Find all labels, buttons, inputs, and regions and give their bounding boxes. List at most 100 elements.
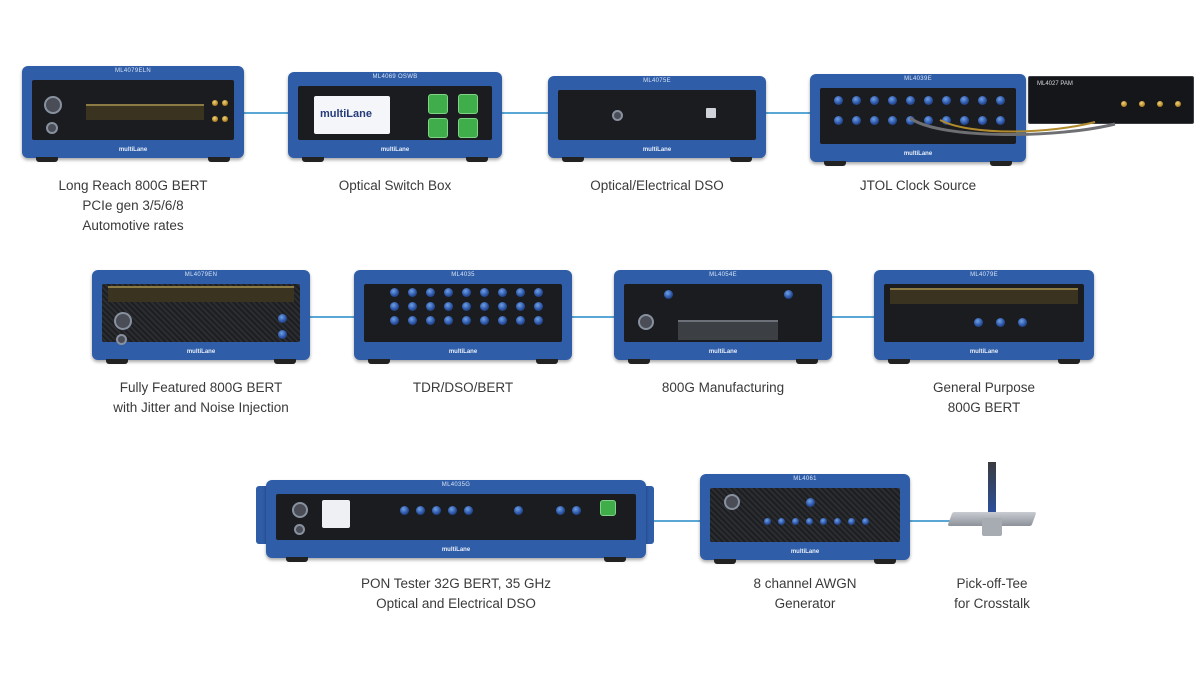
sma-connector[interactable] (942, 116, 951, 125)
sma-connector[interactable] (834, 116, 843, 125)
sma-connector[interactable] (996, 96, 1005, 105)
sma-connector[interactable] (862, 518, 869, 525)
sma-connector[interactable] (444, 288, 453, 297)
sma-connector[interactable] (444, 316, 453, 325)
sma-connector[interactable] (516, 302, 525, 311)
sma-connector[interactable] (480, 316, 489, 325)
sma-connector[interactable] (806, 498, 815, 507)
sma-connector[interactable] (480, 302, 489, 311)
sma-connector[interactable] (834, 96, 843, 105)
instrument-pick-off-tee[interactable] (944, 460, 1040, 546)
sma-connector[interactable] (784, 290, 793, 299)
sma-connector[interactable] (852, 96, 861, 105)
sma-connector[interactable] (408, 288, 417, 297)
sma-connector[interactable] (960, 116, 969, 125)
sma-connector[interactable] (462, 316, 471, 325)
sma-connector[interactable] (1018, 318, 1027, 327)
instrument-full-featured-bert[interactable]: ML4079EN multiLane (92, 270, 310, 364)
sma-connector[interactable] (852, 116, 861, 125)
sma-connector[interactable] (834, 518, 841, 525)
switch-button[interactable] (428, 118, 448, 138)
sma-connector[interactable] (924, 116, 933, 125)
switch-button[interactable] (458, 94, 478, 114)
sma-connector[interactable] (978, 96, 987, 105)
sma-connector[interactable] (848, 518, 855, 525)
sma-connector[interactable] (974, 318, 983, 327)
sma-connector[interactable] (390, 288, 399, 297)
reset-knob[interactable] (116, 334, 127, 345)
sma-connector[interactable] (462, 302, 471, 311)
sma-connector[interactable] (498, 288, 507, 297)
sma-connector[interactable] (432, 506, 441, 515)
sma-connector[interactable] (400, 506, 409, 515)
sma-connector[interactable] (820, 518, 827, 525)
sma-connector[interactable] (942, 96, 951, 105)
power-knob[interactable] (724, 494, 740, 510)
instrument-800g-manufacturing[interactable]: ML4054E multiLane (614, 270, 832, 364)
sma-connector[interactable] (778, 518, 785, 525)
sma-connector[interactable] (390, 302, 399, 311)
sma-connector[interactable] (426, 302, 435, 311)
sma-connector[interactable] (534, 316, 543, 325)
sma-connector[interactable] (572, 506, 581, 515)
power-knob[interactable] (292, 502, 308, 518)
sma-connector[interactable] (534, 288, 543, 297)
instrument-pon-tester[interactable]: ML4035G multiLane (266, 480, 646, 562)
sma-connector[interactable] (278, 330, 287, 339)
sma-connector[interactable] (408, 302, 417, 311)
sma-connector[interactable] (416, 506, 425, 515)
sma-connector[interactable] (664, 290, 673, 299)
pam-module[interactable]: ML4027 PAM (1028, 76, 1194, 124)
instrument-long-reach-bert[interactable]: ML4079ELN multiLane (22, 66, 244, 162)
sma-connector[interactable] (888, 116, 897, 125)
instrument-optical-electrical-dso[interactable]: ML4075E multiLane (548, 76, 766, 162)
sma-connector[interactable] (514, 506, 523, 515)
sma-connector[interactable] (806, 518, 813, 525)
sma-connector[interactable] (870, 96, 879, 105)
sma-connector[interactable] (534, 302, 543, 311)
reset-knob[interactable] (46, 122, 58, 134)
sma-connector[interactable] (408, 316, 417, 325)
sma-connector[interactable] (498, 302, 507, 311)
switch-button[interactable] (428, 94, 448, 114)
sma-connector[interactable] (426, 316, 435, 325)
optical-switch-square[interactable] (322, 500, 350, 528)
sma-connector[interactable] (390, 316, 399, 325)
instrument-tdr-dso-bert[interactable]: ML4035 multiLane (354, 270, 572, 364)
sma-connector[interactable] (444, 302, 453, 311)
sma-connector[interactable] (462, 288, 471, 297)
instrument-general-purpose-bert[interactable]: ML4079E multiLane (874, 270, 1094, 364)
sma-connector[interactable] (278, 314, 287, 323)
sma-connector[interactable] (906, 116, 915, 125)
power-knob[interactable] (44, 96, 62, 114)
sma-connector[interactable] (516, 288, 525, 297)
switch-button[interactable] (458, 118, 478, 138)
sma-connector[interactable] (426, 288, 435, 297)
power-knob[interactable] (638, 314, 654, 330)
reset-knob[interactable] (294, 524, 305, 535)
sma-connector[interactable] (960, 96, 969, 105)
sma-connector[interactable] (448, 506, 457, 515)
sma-connector[interactable] (996, 318, 1005, 327)
sma-connector[interactable] (556, 506, 565, 515)
sma-connector[interactable] (870, 116, 879, 125)
sma-connector[interactable] (464, 506, 473, 515)
sma-connector[interactable] (516, 316, 525, 325)
sma-connector[interactable] (764, 518, 771, 525)
sma-connector[interactable] (978, 116, 987, 125)
optical-port[interactable] (612, 110, 623, 121)
sma-connector[interactable] (888, 96, 897, 105)
connector-strip (890, 288, 1078, 304)
sma-connector[interactable] (792, 518, 799, 525)
instrument-awgn-generator[interactable]: ML4061 multiLane (700, 474, 910, 564)
sma-connector[interactable] (924, 96, 933, 105)
instrument-jtol-clock-source[interactable]: ML4039E multiLane (810, 74, 1026, 166)
sma-connector[interactable] (996, 116, 1005, 125)
foot (604, 557, 626, 562)
instrument-optical-switch-box[interactable]: ML4069 OSWB multiLane multiLane (288, 72, 502, 162)
sma-connector[interactable] (906, 96, 915, 105)
sma-connector[interactable] (480, 288, 489, 297)
sma-connector[interactable] (498, 316, 507, 325)
power-knob[interactable] (114, 312, 132, 330)
